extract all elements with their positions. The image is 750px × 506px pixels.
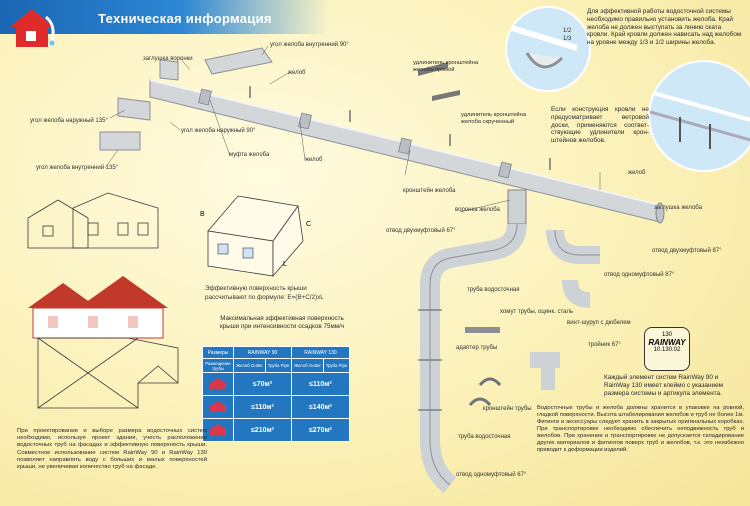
label-otvod-dvumuft-87: отвод двухмуфтовый 87° — [652, 248, 722, 254]
svg-text:B: B — [200, 211, 205, 218]
rw90-row-1: ≤70м² — [233, 372, 292, 396]
stamp-size: 130 — [661, 332, 672, 338]
label-mufta: муфта желоба — [229, 152, 270, 158]
info-top: Для эффективной работы водосточной систе… — [587, 8, 742, 47]
label-khomut: хомут трубы, оцинк. сталь — [500, 309, 574, 315]
label-ugol-vnutr-135: угол желоба внутренний 135° — [36, 165, 119, 171]
info-mid: Если конструкция кровли не предусматрива… — [551, 106, 649, 145]
label-ugol-nar-90: угол желоба наружный 90° — [181, 128, 256, 134]
svg-text:1/3: 1/3 — [563, 36, 572, 42]
info-brand: Каждый элемент систем RainWay 90 и RainW… — [604, 374, 724, 397]
house-logo-icon — [10, 9, 55, 47]
stamp-brand: RAINWAY — [648, 338, 686, 347]
brand-stamp: 130 RAINWAY 10.130.02 — [644, 327, 690, 371]
page-title: Техническая информация — [98, 11, 272, 26]
label-truba: труба водосточная — [467, 287, 520, 293]
placement-icon-2 — [202, 395, 234, 419]
stamp-code: 10.130.02 — [653, 347, 681, 353]
formula-line1: Эффективную поверхность крыши — [205, 285, 307, 292]
label-otvod-odnomuft-67: отвод одномуфтовый 67° — [456, 472, 527, 478]
label-truba-2: труба водосточная — [458, 434, 511, 440]
placement-icon-1 — [202, 372, 234, 396]
label-kronshtein: кронштейн желоба — [403, 188, 456, 194]
label-kronsh-truby: кронштейн трубы — [483, 406, 532, 412]
label-otvod-odnomuft-87: отвод одномуфтовый 87° — [604, 272, 675, 278]
rw90-row-2: ≤110м² — [233, 395, 292, 419]
label-udl-kronsh-pryam: удлинитель кронштейна желоба прямой — [413, 60, 479, 74]
label-zaglushka-voronki: заглушка воронки — [143, 56, 193, 62]
th-rainway-90: RAINWAY 90 — [233, 346, 292, 359]
label-troinik: тройник 67° — [588, 342, 621, 348]
label-udl-kronsh-skruch: удлинитель кронштейна желоба скрученный — [461, 112, 527, 126]
info-bottom: При проектировании и выборе размера водо… — [17, 428, 207, 471]
gutter-detail-circle: 1/2 1/3 — [505, 6, 591, 92]
house-formula-diagram: B C L — [200, 195, 311, 278]
formula-line2: рассчитывают по формуле: E=(B+C/2)xL — [205, 294, 324, 301]
th-truba-130: Труба Pipe — [323, 358, 350, 373]
info-storage: Водосточные трубы и желоба должны хранит… — [537, 405, 744, 454]
label-ugol-nar-135: угол желоба наружный 135° — [30, 118, 108, 124]
rw130-row-1: ≤110м² — [290, 372, 351, 396]
label-adapter: адаптер трубы — [456, 345, 498, 351]
svg-text:L: L — [283, 261, 287, 268]
label-zaglushka-zheloba: заглушка желоба — [654, 205, 702, 211]
label-zhelob-1: желоб — [288, 70, 306, 76]
label-zhelob-2: желоб — [305, 157, 323, 163]
label-voronka: воронка желоба — [455, 207, 500, 213]
table-caption: Максимальная эффективная поверхность кры… — [219, 315, 345, 330]
th-zhelob-130: Желоб Gutter — [290, 358, 325, 373]
title-bar — [0, 0, 330, 34]
th-truba-90: Труба Pipe — [265, 358, 292, 373]
rw130-row-2: ≤140м² — [290, 395, 351, 419]
houses-illustration — [27, 192, 179, 409]
rw90-row-3: ≤210м² — [233, 418, 292, 442]
placement-icon-3 — [202, 418, 234, 442]
surface-table: Размеры RAINWAY 90 RAINWAY 130 Размещени… — [202, 346, 351, 442]
label-ugol-vnutr-90: угол желоба внутренний 90° — [270, 42, 349, 48]
th-rainway-130: RAINWAY 130 — [290, 346, 351, 359]
label-vint: винт-шуруп с дюбелем — [567, 320, 631, 326]
th-placement: Размещение трубы — [202, 358, 234, 373]
th-zhelob-90: Желоб Gutter — [232, 358, 267, 373]
label-otvod-dvumuft-67: отвод двухмуфтовый 67° — [386, 228, 456, 234]
svg-text:1/2: 1/2 — [563, 28, 572, 34]
rw130-row-3: ≤270м² — [290, 418, 351, 442]
svg-text:C: C — [306, 221, 311, 228]
bracket-extension-circle — [648, 60, 750, 172]
th-sizes: Размеры — [202, 346, 234, 359]
label-zhelob-3: желоб — [628, 170, 646, 176]
